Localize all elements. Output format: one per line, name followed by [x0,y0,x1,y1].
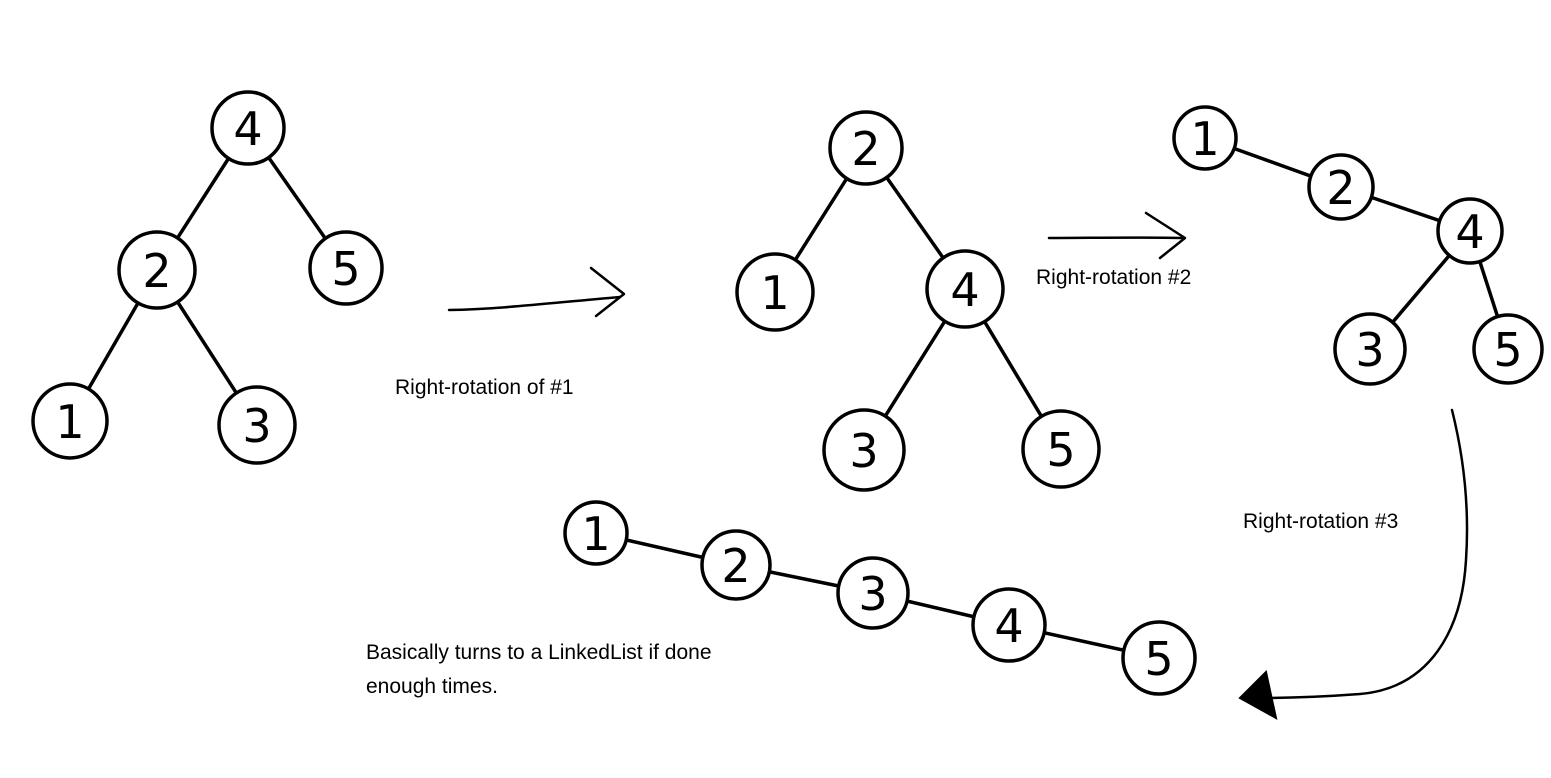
node-circle [1021,409,1101,489]
tree-original-node-4: 4 [210,90,286,166]
tree-after-rotation-2-node-1: 1 [1172,105,1238,171]
node-label: 1 [1190,112,1219,166]
node-label: 5 [331,242,360,296]
node-circle [563,500,629,566]
node-label: 3 [1355,323,1384,377]
tree-after-rotation-1-node-1: 1 [735,252,815,332]
node-circle [735,252,815,332]
node-label: 4 [994,599,1023,653]
arrow-rotation-2 [1047,211,1187,260]
tree-after-rotation-2-node-3: 3 [1333,312,1407,386]
node-circle [971,587,1047,663]
caption-rotation-1: Right-rotation of #1 [395,376,574,399]
node-label: 2 [1326,161,1355,215]
node-label: 4 [233,102,262,156]
node-label: 3 [242,399,271,453]
node-circle [210,90,286,166]
node-circle [1472,313,1544,385]
node-label: 1 [581,507,610,561]
tree-original-node-3: 3 [217,385,297,465]
tree-after-rotation-2-node-5: 5 [1472,313,1544,385]
tree-after-rotation-2-node-4: 4 [1436,197,1504,265]
node-circle [1333,312,1407,386]
tree-after-rotation-1-node-2: 2 [828,110,904,186]
node-label: 5 [1144,632,1173,686]
node-circle [1307,153,1375,221]
node-circle [1121,620,1197,696]
node-label: 4 [1455,205,1484,259]
tree-after-rotation-1-node-5: 5 [1021,409,1101,489]
node-label: 4 [950,263,979,317]
tree-after-rotation-3-node-4: 4 [971,587,1047,663]
tree-after-rotation-1-node-4: 4 [925,249,1005,329]
tree-after-rotation-3-node-5: 5 [1121,620,1197,696]
tree-after-rotation-3-node-3: 3 [836,556,910,630]
tree-original-node-2: 2 [117,230,197,310]
node-label: 5 [1493,323,1522,377]
tree-after-rotation-1-node-3: 3 [822,408,906,492]
node-label: 1 [760,266,789,320]
edges-layer [68,126,1510,660]
arrow-rotation-1 [447,266,626,318]
node-circle [822,408,906,492]
arrow-head-filled [1238,669,1278,720]
node-label: 2 [851,122,880,176]
node-label: 5 [1046,423,1075,477]
tree-after-rotation-3-node-2: 2 [700,529,772,601]
node-circle [836,556,910,630]
caption-rotation-3: Right-rotation #3 [1243,510,1399,533]
node-circle [828,110,904,186]
arrow-rotation-3 [1238,408,1469,720]
node-label: 3 [858,567,887,621]
node-circle [31,382,109,460]
node-label: 1 [55,395,84,449]
node-circle [1436,197,1504,265]
node-label: 3 [849,424,878,478]
nodes-layer: 4 2 5 1 3 2 1 4 3 5 1 2 4 3 5 1 2 3 4 5 [31,90,1544,696]
node-label: 2 [142,244,171,298]
caption-summary-line-2: enough times. [366,675,498,698]
node-circle [308,230,384,306]
node-circle [1172,105,1238,171]
tree-after-rotation-2-node-2: 2 [1307,153,1375,221]
tree-original-node-1: 1 [31,382,109,460]
node-circle [700,529,772,601]
node-circle [117,230,197,310]
node-circle [925,249,1005,329]
node-label: 2 [721,539,750,593]
tree-original-node-5: 5 [308,230,384,306]
tree-after-rotation-3-node-1: 1 [563,500,629,566]
node-circle [217,385,297,465]
caption-summary-line-1: Basically turns to a LinkedList if done [366,641,712,664]
caption-rotation-2: Right-rotation #2 [1036,266,1192,289]
